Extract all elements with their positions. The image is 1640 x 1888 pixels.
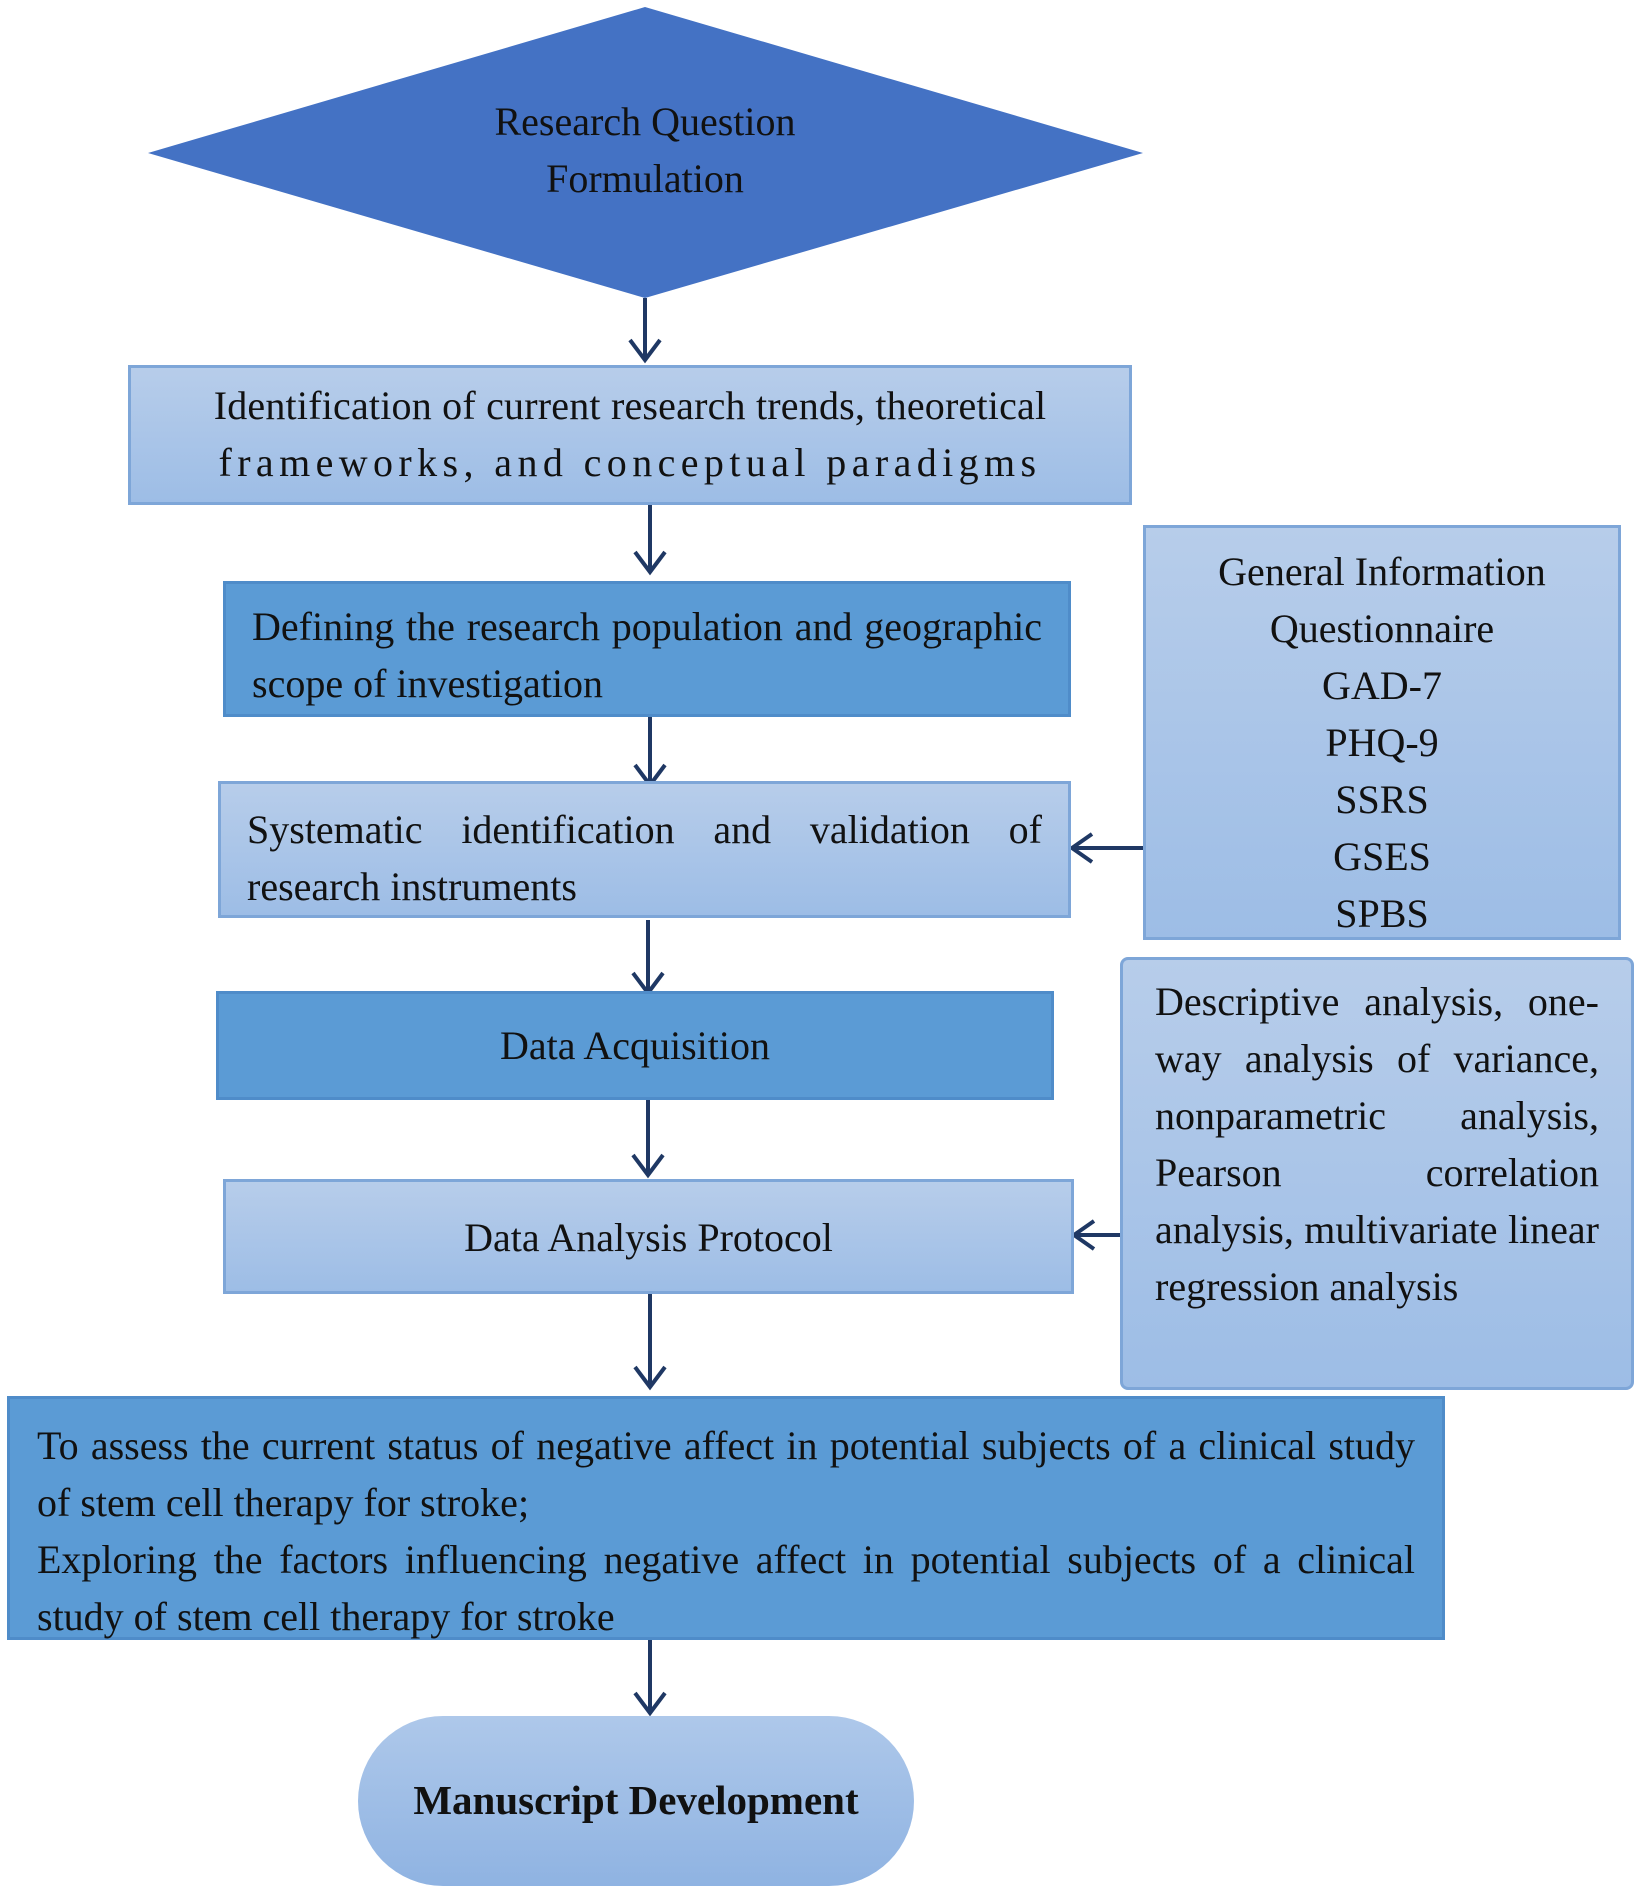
- instrument-item: SPBS: [1335, 891, 1429, 936]
- arrow-down-1: [628, 298, 662, 364]
- research-question-label: Research Question Formulation: [440, 93, 850, 207]
- instrument-item: PHQ-9: [1325, 720, 1439, 765]
- instruments-list-box: General Information Questionnaire GAD-7 …: [1143, 525, 1621, 940]
- data-analysis-box: Data Analysis Protocol: [223, 1179, 1074, 1294]
- instrument-item: GSES: [1333, 834, 1431, 879]
- analysis-methods-text: Descriptive analysis, one-way analysis o…: [1155, 979, 1599, 1309]
- instrument-item: SSRS: [1335, 777, 1429, 822]
- instruments-text: Systematic identification and validation…: [247, 807, 1042, 909]
- arrow-down-6: [633, 1290, 667, 1391]
- arrow-down-3: [633, 717, 667, 789]
- data-acquisition-box: Data Acquisition: [216, 991, 1054, 1100]
- instrument-item: Questionnaire: [1269, 606, 1495, 651]
- manuscript-development-terminal: Manuscript Development: [358, 1716, 914, 1886]
- research-question-line-2: Formulation: [546, 156, 744, 201]
- data-analysis-text: Data Analysis Protocol: [464, 1215, 833, 1260]
- arrow-left-analysis: [1070, 1219, 1120, 1251]
- study-aim-1: To assess the current status of negative…: [37, 1423, 1415, 1525]
- study-aim-2: Exploring the factors influencing negati…: [37, 1537, 1415, 1639]
- arrow-down-4: [631, 920, 665, 997]
- trends-box: Identification of current research trend…: [128, 365, 1132, 505]
- instrument-item: General Information: [1218, 549, 1546, 594]
- manuscript-development-text: Manuscript Development: [413, 1777, 859, 1823]
- instrument-item: GAD-7: [1322, 663, 1442, 708]
- arrow-left-instruments: [1068, 832, 1143, 864]
- trends-line-1: Identification of current research trend…: [213, 383, 1047, 428]
- population-text: Defining the research population and geo…: [252, 604, 1042, 706]
- arrow-down-2: [633, 505, 667, 576]
- arrow-down-5: [631, 1100, 665, 1179]
- population-box: Defining the research population and geo…: [223, 581, 1071, 717]
- research-question-diamond: [148, 7, 1143, 298]
- instruments-box: Systematic identification and validation…: [218, 781, 1071, 918]
- arrow-down-7: [633, 1640, 667, 1717]
- study-aims-box: To assess the current status of negative…: [7, 1396, 1445, 1640]
- analysis-methods-box: Descriptive analysis, one-way analysis o…: [1120, 957, 1634, 1390]
- data-acquisition-text: Data Acquisition: [500, 1023, 770, 1068]
- research-question-line-1: Research Question: [494, 99, 796, 144]
- trends-line-2: frameworks, and conceptual paradigms: [218, 440, 1042, 485]
